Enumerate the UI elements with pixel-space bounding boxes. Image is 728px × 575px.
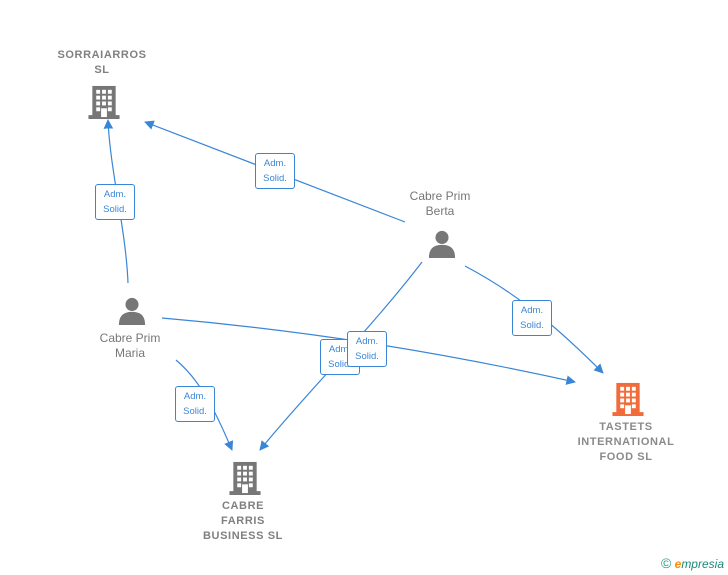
edge-label-maria-sorraiarros: Adm. Solid. (95, 184, 135, 220)
cabre-farris-building-icon[interactable] (229, 461, 261, 495)
copyright-symbol: © (660, 555, 672, 571)
node-label-maria[interactable]: Cabre Prim Maria (99, 331, 161, 360)
node-label-berta[interactable]: Cabre Prim Berta (409, 189, 471, 218)
sorraiarros-building-icon[interactable] (88, 85, 120, 119)
edge-label-berta-tastets: Adm. Solid. (512, 300, 552, 336)
copyright-brand: © empresia (661, 555, 724, 571)
tastets-building-icon[interactable] (612, 382, 644, 416)
brand-logo-initial: e (674, 557, 682, 571)
node-label-sorraiarros[interactable]: SORRAIARROS SL (57, 49, 147, 76)
maria-person-icon[interactable] (118, 297, 146, 325)
brand-name: mpresia (681, 557, 724, 571)
edge-label-maria-cabre-farris: Adm. Solid. (175, 386, 215, 422)
node-label-cabre-farris[interactable]: CABRE FARRIS BUSINESS SL (203, 500, 283, 542)
edge-label-maria-tastets: Adm. Solid. (347, 331, 387, 367)
berta-person-icon[interactable] (428, 230, 456, 258)
node-label-tastets[interactable]: TASTETS INTERNATIONAL FOOD SL (577, 421, 675, 463)
edge-label-berta-sorraiarros: Adm. Solid. (255, 153, 295, 189)
